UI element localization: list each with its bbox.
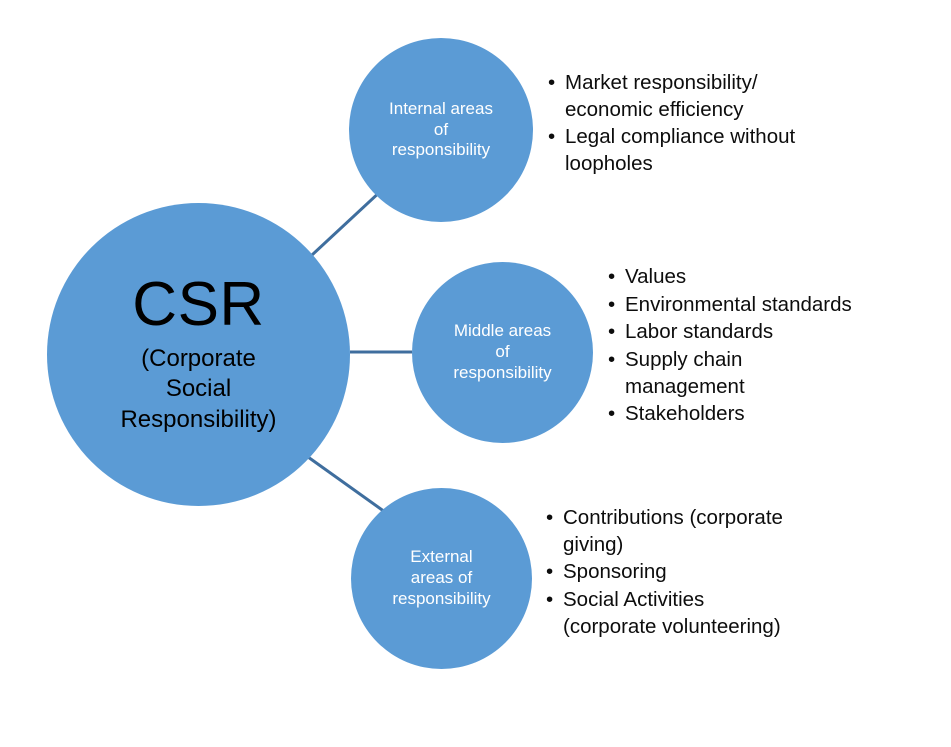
branch-label-external: External areas of responsibility: [392, 547, 491, 608]
hub-expansion: (Corporate Social Responsibility): [120, 345, 277, 433]
list-item: • Social Activities (corporate volunteer…: [546, 587, 856, 640]
branch-label-middle: Middle areas of responsibility: [453, 321, 552, 382]
list-item: • Market responsibility/ economic effici…: [548, 70, 848, 123]
branch-circle-external[interactable]: External areas of responsibility: [351, 488, 532, 669]
bullet-dot-icon: •: [548, 71, 556, 94]
list-item-label: Legal compliance without loopholes: [565, 125, 796, 175]
list-item-label: Supply chain management: [625, 347, 745, 398]
list-item: • Labor standards: [608, 319, 908, 346]
connector-line-external: [307, 455, 386, 514]
branch-label-internal: Internal areas of responsibility: [389, 98, 493, 160]
list-item-label: Stakeholders: [625, 402, 745, 426]
bullet-dot-icon: •: [548, 125, 556, 149]
list-item: • Values: [608, 264, 908, 291]
list-item-label: Sponsoring: [563, 560, 667, 584]
branch-circle-middle[interactable]: Middle areas of responsibility: [412, 262, 593, 443]
list-item-label: Social Activities (corporate volunteerin…: [563, 587, 781, 638]
bullet-dot-icon: •: [546, 506, 554, 529]
bullet-dot-icon: •: [608, 402, 616, 426]
list-item-label: Market responsibility/ economic efficien…: [565, 71, 758, 121]
bullet-dot-icon: •: [608, 292, 616, 316]
list-item-label: Values: [625, 265, 687, 288]
branch-circle-internal[interactable]: Internal areas of responsibility: [349, 38, 533, 222]
list-item-label: Contributions (corporate giving): [563, 506, 783, 556]
bullet-dot-icon: •: [608, 347, 616, 371]
bullet-dot-icon: •: [546, 560, 554, 584]
list-item: • Contributions (corporate giving): [546, 505, 856, 558]
list-item: • Sponsoring: [546, 559, 856, 586]
list-item-label: Labor standards: [625, 320, 774, 344]
list-item: • Environmental standards: [608, 292, 908, 319]
connector-line-internal: [310, 188, 384, 257]
bullet-list-middle: • Values • Environmental standards • Lab…: [608, 264, 908, 429]
hub-acronym: CSR: [132, 270, 265, 340]
list-item: • Supply chain management: [608, 347, 908, 400]
bullet-dot-icon: •: [608, 320, 616, 344]
hub-circle-csr[interactable]: CSR (Corporate Social Responsibility): [47, 203, 350, 506]
bullet-dot-icon: •: [546, 587, 554, 611]
list-item: • Legal compliance without loopholes: [548, 124, 848, 177]
bullet-dot-icon: •: [608, 265, 616, 288]
list-item: • Stakeholders: [608, 401, 908, 428]
bullet-list-internal: • Market responsibility/ economic effici…: [548, 70, 848, 179]
bullet-list-external: • Contributions (corporate giving) • Spo…: [546, 505, 856, 641]
list-item-label: Environmental standards: [625, 292, 852, 316]
